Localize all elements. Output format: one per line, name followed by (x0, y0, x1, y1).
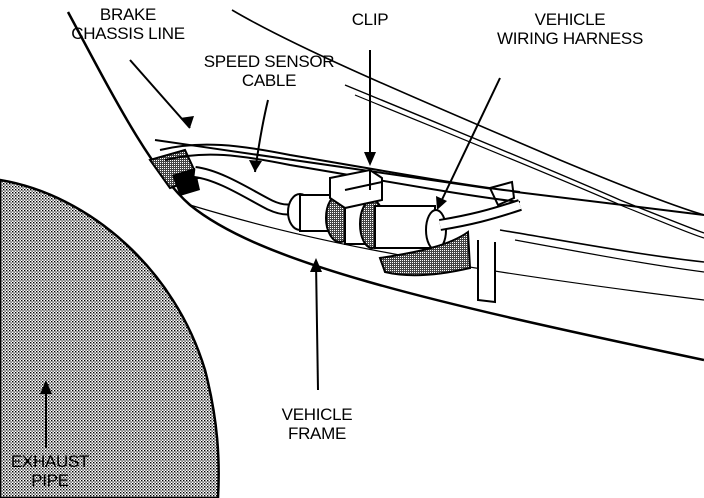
label-brake-chassis-line: BRAKE CHASSIS LINE (71, 5, 185, 43)
label-clip: CLIP (351, 10, 389, 29)
label-speed-sensor-cable: SPEED SENSOR CABLE (203, 52, 335, 90)
label-vehicle-frame: VEHICLE FRAME (281, 405, 353, 443)
exhaust-pipe (0, 178, 220, 498)
arrow-heads (40, 116, 447, 394)
vehicle-frame (66, 11, 704, 362)
vehicle-wiring-harness (378, 199, 522, 277)
brake-chassis-line (159, 143, 521, 203)
clip (329, 168, 383, 210)
label-vehicle-wiring-harness: VEHICLE WIRING HARNESS (497, 10, 643, 48)
label-exhaust-pipe: EXHAUST PIPE (10, 452, 90, 490)
body-panel-lines (231, 9, 704, 273)
speed-sensor-cable (194, 166, 305, 216)
